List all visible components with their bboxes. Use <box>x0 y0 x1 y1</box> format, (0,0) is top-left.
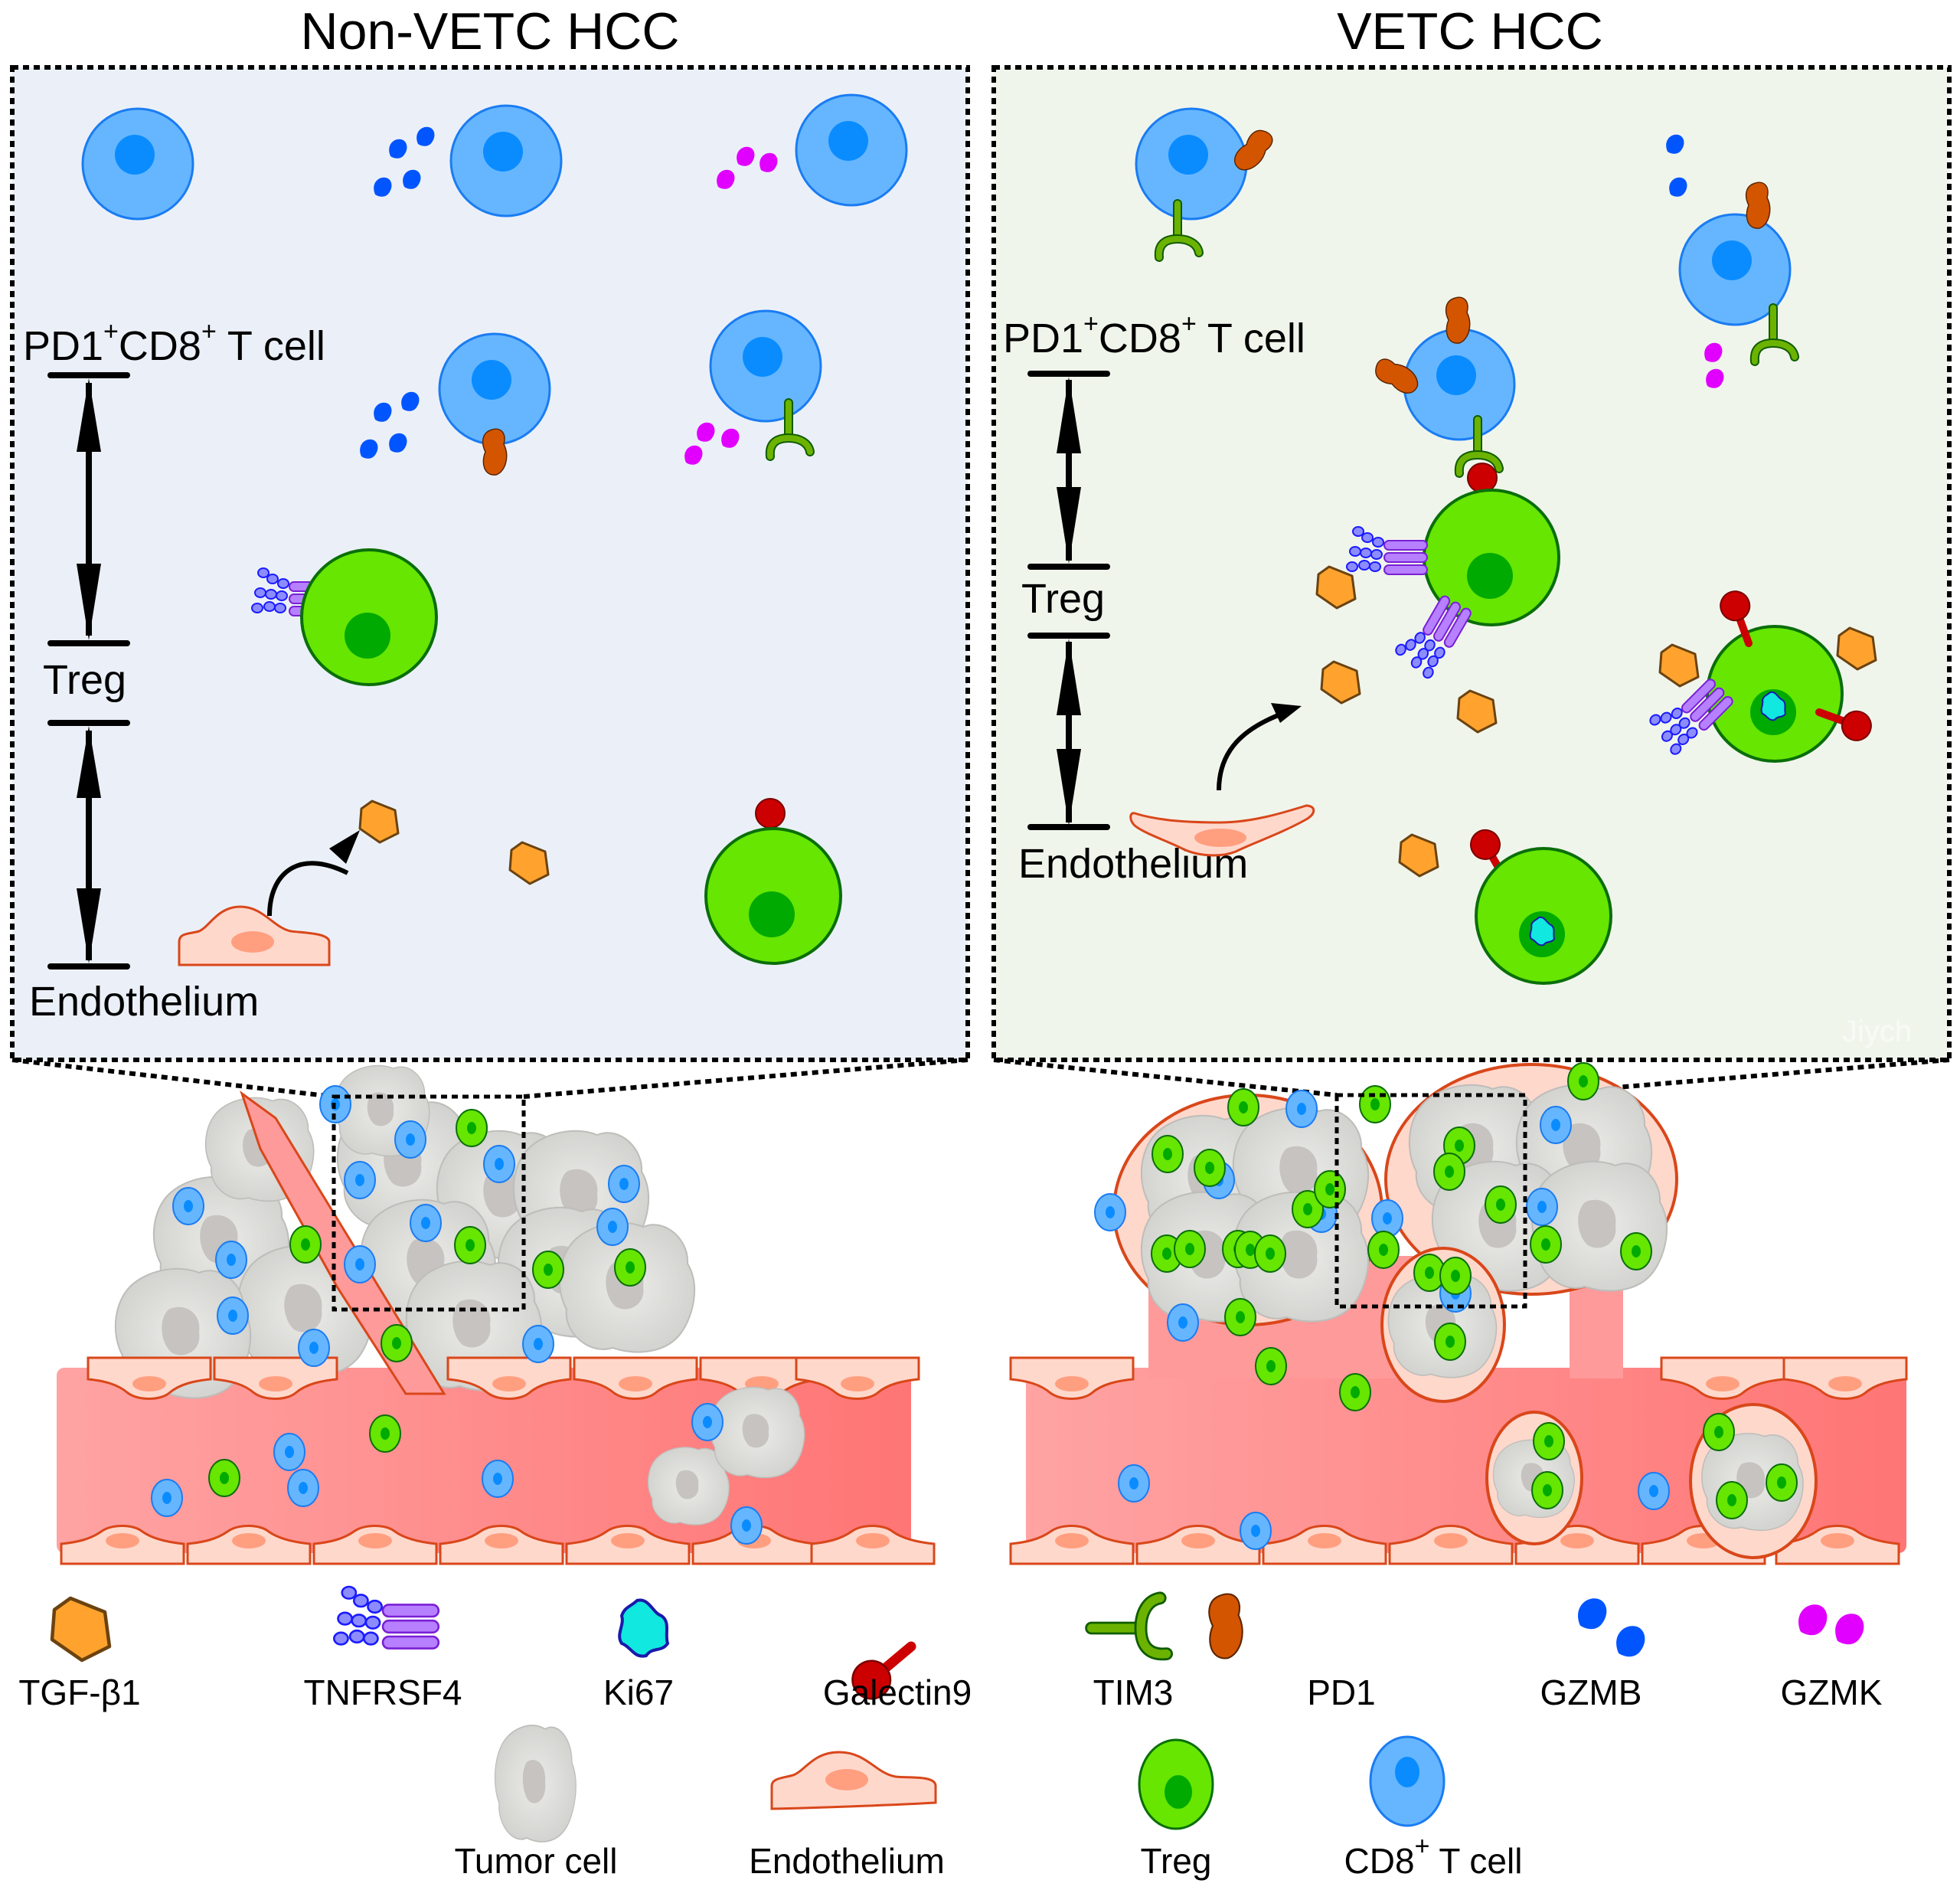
legend-item-ki67: Ki67 <box>603 1598 674 1712</box>
left-panel-title: Non-VETC HCC <box>301 2 680 60</box>
left-zoom-region <box>332 1094 526 1312</box>
vetc-circulating-cluster <box>1485 1411 1583 1545</box>
svg-text:Endothelium: Endothelium <box>749 1841 945 1881</box>
svg-text:TIM3: TIM3 <box>1093 1673 1174 1712</box>
legend-item-tumor-cell: Tumor cell <box>455 1725 618 1881</box>
legend-item-tnfrsf4: TNFRSF4 <box>304 1585 462 1712</box>
secretion-arrow <box>267 861 349 917</box>
arrowhead-up-icon <box>77 378 101 452</box>
ki67-icon <box>618 1598 669 1658</box>
legend-item-gzmb: GZMB <box>1540 1598 1645 1712</box>
svg-text:TGF-β1: TGF-β1 <box>18 1673 140 1712</box>
cd8-t-cell-icon <box>1403 328 1516 441</box>
right-scale-treg-label: Treg <box>1021 576 1105 622</box>
vetc-tumor-cluster <box>1112 1094 1383 1326</box>
vetc-tumor-cluster <box>1384 1063 1678 1296</box>
secretion-arrow <box>1217 710 1288 791</box>
svg-text:Tumor cell: Tumor cell <box>455 1841 618 1881</box>
treg-cell-icon <box>1475 847 1612 985</box>
svg-text:Ki67: Ki67 <box>603 1673 674 1712</box>
legend-item-endothelium: Endothelium <box>749 1751 945 1881</box>
tgf-b1-icon <box>52 1598 109 1660</box>
legend-item-pd1: PD1 <box>1208 1593 1376 1712</box>
legend-item-galectin9: Galectin9 <box>823 1632 972 1712</box>
pd1-icon <box>1445 296 1471 344</box>
right-tissue-illustration <box>1009 1062 1908 1565</box>
pd1-icon <box>1745 181 1771 229</box>
vessel-sprout <box>240 1091 446 1395</box>
tumor-cell-icon <box>494 1725 577 1843</box>
tim3-icon <box>1092 1598 1167 1654</box>
svg-text:CD8+ T cell: CD8+ T cell <box>1344 1832 1523 1881</box>
legend-item-gzmk: GZMK <box>1781 1604 1883 1712</box>
pd1-icon <box>482 428 508 476</box>
legend: TGF-β1 TNFRSF4 Ki67 Galectin9 TIM3 PD1 G… <box>18 1585 1883 1881</box>
cd8-t-cell-icon <box>81 107 194 221</box>
legend-item-tim3: TIM3 <box>1092 1598 1174 1712</box>
zoom-connectors <box>11 1058 1950 1099</box>
legend-item-treg: Treg <box>1138 1738 1214 1881</box>
left-tissue-illustration <box>57 1064 936 1565</box>
blood-vessel <box>1026 1368 1906 1553</box>
tnfrsf4-icon <box>332 1585 440 1650</box>
pd1-icon <box>1208 1593 1243 1659</box>
left-interaction-scale: PD1+CD8+ T cell Treg Endothelium <box>23 317 325 1025</box>
right-panel-title: VETC HCC <box>1337 2 1603 60</box>
cd8-t-cell-icon <box>449 104 563 217</box>
left-zoom-panel: PD1+CD8+ T cell Treg Endothelium <box>10 65 970 1062</box>
left-scale-treg-label: Treg <box>43 657 126 703</box>
watermark: Jiych <box>1842 1015 1912 1048</box>
gzmk-icon <box>1798 1604 1828 1636</box>
svg-text:TNFRSF4: TNFRSF4 <box>304 1673 462 1712</box>
arrowhead-down-icon <box>77 564 101 640</box>
legend-item-cd8-t-cell: CD8+ T cell <box>1344 1735 1523 1881</box>
cd8-t-cell-icon <box>438 332 551 446</box>
right-zoom-panel: PD1+CD8+ T cell Treg Endothelium <box>991 65 1952 1062</box>
svg-text:Treg: Treg <box>1141 1841 1212 1881</box>
legend-item-tgf-b1: TGF-β1 <box>18 1598 141 1712</box>
svg-text:GZMK: GZMK <box>1781 1673 1883 1712</box>
svg-text:Galectin9: Galectin9 <box>823 1673 972 1712</box>
cd8-t-cell-icon <box>709 309 822 423</box>
svg-text:PD1+CD8+ T cell: PD1+CD8+ T cell <box>1003 309 1305 361</box>
svg-text:PD1+CD8+ T cell: PD1+CD8+ T cell <box>23 317 325 369</box>
cd8-t-cell-icon <box>1135 107 1248 221</box>
endothelium-cell-icon <box>178 905 331 966</box>
cd8-t-cell-icon <box>795 93 908 207</box>
svg-text:GZMB: GZMB <box>1540 1673 1642 1712</box>
treg-cell-icon <box>300 548 438 686</box>
svg-text:PD1: PD1 <box>1307 1673 1375 1712</box>
right-interaction-scale: PD1+CD8+ T cell Treg Endothelium <box>1003 309 1305 887</box>
right-zoom-region <box>1334 1093 1527 1309</box>
gzmb-icon <box>1578 1598 1607 1630</box>
left-scale-endothelium-label: Endothelium <box>29 979 259 1025</box>
treg-cell-icon <box>704 827 842 965</box>
endothelium-cell-icon <box>1129 804 1315 857</box>
